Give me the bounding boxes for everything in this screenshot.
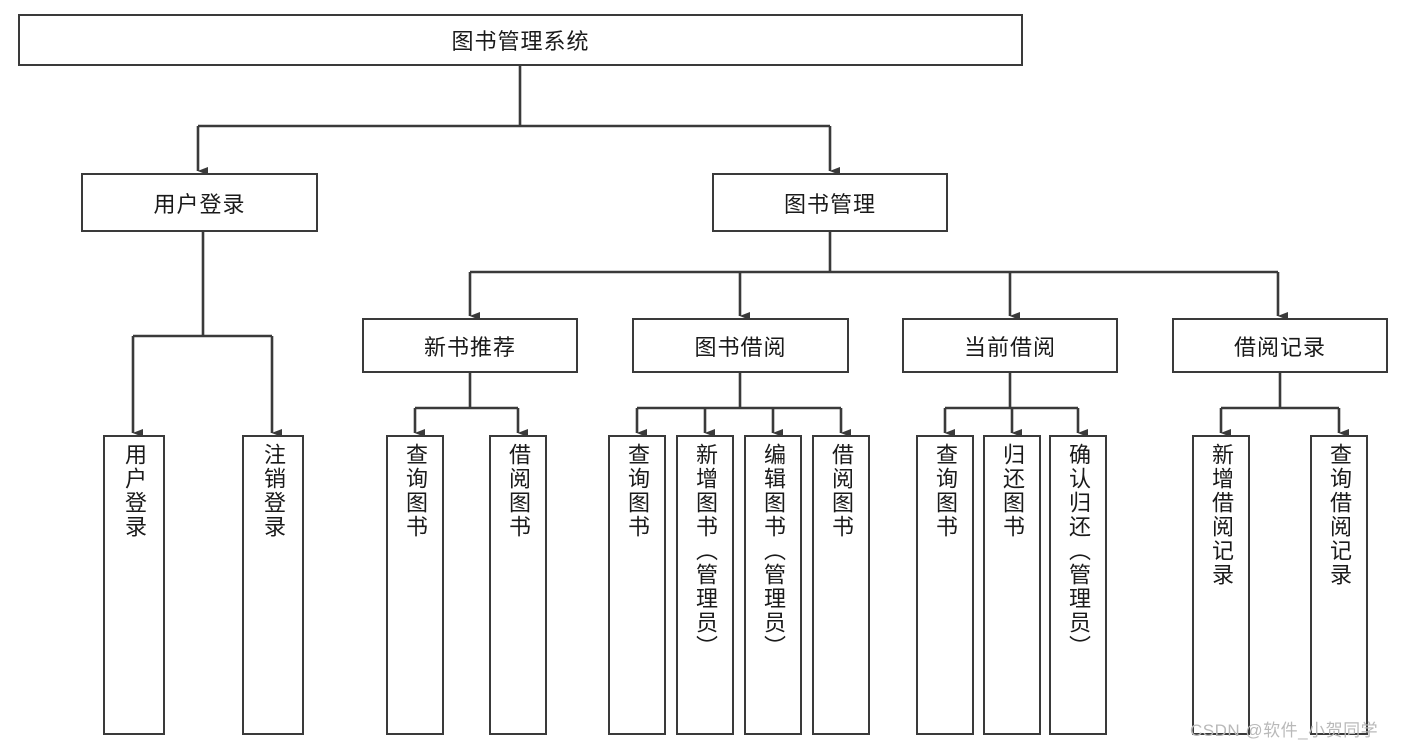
- node-book-manage-label: 图书管理: [783, 191, 876, 217]
- node-leaf-borrow-edit-book[interactable]: 编辑图书（管理员）: [744, 435, 802, 735]
- node-leaf-user-login-label: 用户登录: [121, 443, 147, 539]
- node-leaf-rec-query-record[interactable]: 查询借阅记录: [1310, 435, 1368, 735]
- node-leaf-cur-confirm-return[interactable]: 确认归还（管理员）: [1049, 435, 1107, 735]
- node-leaf-user-logout-label: 注销登录: [260, 443, 286, 539]
- node-leaf-rec-borrow-book[interactable]: 借阅图书: [489, 435, 547, 735]
- node-leaf-cur-return-book-label: 归还图书: [999, 443, 1025, 539]
- node-leaf-cur-query-book-label: 查询图书: [932, 443, 958, 539]
- node-borrow-record[interactable]: 借阅记录: [1172, 318, 1388, 373]
- node-leaf-rec-query-record-label: 查询借阅记录: [1326, 443, 1352, 587]
- node-leaf-rec-borrow-book-label: 借阅图书: [505, 443, 531, 539]
- node-leaf-rec-add-record-label: 新增借阅记录: [1208, 443, 1234, 587]
- node-new-book-rec-label: 新书推荐: [423, 334, 516, 360]
- node-user-login[interactable]: 用户登录: [81, 173, 318, 232]
- node-book-manage[interactable]: 图书管理: [712, 173, 948, 232]
- node-leaf-cur-confirm-return-label: 确认归还（管理员）: [1065, 443, 1091, 659]
- node-root-label: 图书管理系统: [451, 29, 590, 54]
- node-borrow-record-label: 借阅记录: [1233, 334, 1326, 360]
- node-leaf-rec-add-record[interactable]: 新增借阅记录: [1192, 435, 1250, 735]
- node-leaf-borrow-add-book[interactable]: 新增图书（管理员）: [676, 435, 734, 735]
- csdn-watermark: CSDN @软件_小贺同学: [1190, 721, 1379, 740]
- node-leaf-borrow-borrow-book-label: 借阅图书: [828, 443, 854, 539]
- node-leaf-borrow-borrow-book[interactable]: 借阅图书: [812, 435, 870, 735]
- node-book-borrow-label: 图书借阅: [694, 334, 787, 360]
- node-root[interactable]: 图书管理系统: [18, 14, 1023, 66]
- node-book-borrow[interactable]: 图书借阅: [632, 318, 849, 373]
- node-leaf-borrow-add-book-label: 新增图书（管理员）: [692, 443, 718, 659]
- node-current-borrow[interactable]: 当前借阅: [902, 318, 1118, 373]
- node-user-login-label: 用户登录: [153, 191, 246, 217]
- node-leaf-borrow-query-book[interactable]: 查询图书: [608, 435, 666, 735]
- node-leaf-user-login[interactable]: 用户登录: [103, 435, 165, 735]
- node-leaf-cur-return-book[interactable]: 归还图书: [983, 435, 1041, 735]
- node-current-borrow-label: 当前借阅: [963, 334, 1056, 360]
- node-leaf-user-logout[interactable]: 注销登录: [242, 435, 304, 735]
- node-new-book-rec[interactable]: 新书推荐: [362, 318, 578, 373]
- node-leaf-rec-query-book-label: 查询图书: [402, 443, 428, 539]
- node-leaf-borrow-query-book-label: 查询图书: [624, 443, 650, 539]
- node-leaf-cur-query-book[interactable]: 查询图书: [916, 435, 974, 735]
- node-leaf-rec-query-book[interactable]: 查询图书: [386, 435, 444, 735]
- edge-paths: [131, 66, 1350, 438]
- node-leaf-borrow-edit-book-label: 编辑图书（管理员）: [760, 443, 786, 659]
